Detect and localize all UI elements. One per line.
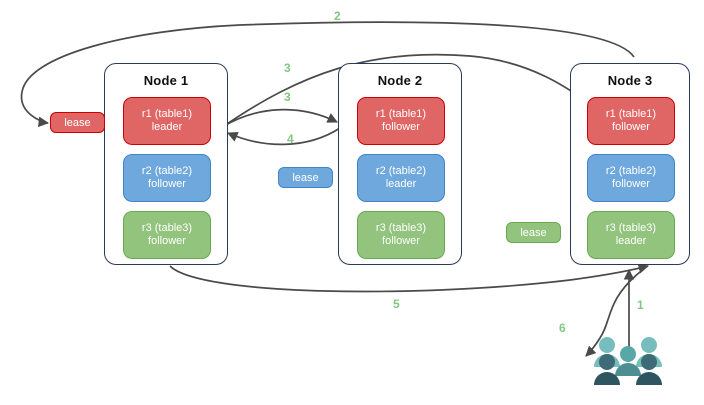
node-2-title: Node 2 xyxy=(377,73,423,88)
node-box-2[interactable]: Node 2 r1 (table1) follower r2 (table2) … xyxy=(338,63,462,265)
replica-name: r2 (table2) xyxy=(141,164,193,177)
replica-role: follower xyxy=(612,121,650,133)
node-1-replica-r2[interactable]: r2 (table2) follower xyxy=(123,154,211,202)
users-group-icon xyxy=(594,337,662,385)
replica-role: leader xyxy=(385,178,417,190)
replica-role: follower xyxy=(148,235,186,247)
node-3-replica-r3[interactable]: r3 (table3) leader xyxy=(587,211,675,259)
edge-label-1: 1 xyxy=(637,298,644,312)
node-3-title: Node 3 xyxy=(607,73,653,88)
replica-name: r3 (table3) xyxy=(605,221,657,234)
edge-5-path xyxy=(169,263,650,293)
replica-role: follower xyxy=(382,235,420,247)
node-2-replica-r3[interactable]: r3 (table3) follower xyxy=(357,211,445,259)
edge-label-5: 5 xyxy=(393,297,400,311)
lease-badge-red[interactable]: lease xyxy=(50,112,105,133)
node-1-replica-r3[interactable]: r3 (table3) follower xyxy=(123,211,211,259)
replica-role: follower xyxy=(612,178,650,190)
edge-label-2: 2 xyxy=(334,9,341,23)
replica-role: leader xyxy=(615,235,647,247)
node-1-replica-r1[interactable]: r1 (table1) leader xyxy=(123,97,211,145)
edge-label-4: 4 xyxy=(287,132,294,146)
replica-name: r1 (table1) xyxy=(141,107,193,120)
replica-role: leader xyxy=(151,121,183,133)
node-3-replica-r2[interactable]: r2 (table2) follower xyxy=(587,154,675,202)
node-box-3[interactable]: Node 3 r1 (table1) follower r2 (table2) … xyxy=(570,63,690,265)
replica-name: r1 (table1) xyxy=(375,107,427,120)
edge-3-short-path xyxy=(223,108,338,127)
edge-label-3-short: 3 xyxy=(284,90,291,104)
edge-4-path xyxy=(227,127,341,146)
lease-badge-green[interactable]: lease xyxy=(506,222,561,243)
node-2-replica-r2[interactable]: r2 (table2) leader xyxy=(357,154,445,202)
replica-role: follower xyxy=(148,178,186,190)
replica-name: r3 (table3) xyxy=(141,221,193,234)
replica-name: r1 (table1) xyxy=(605,107,657,120)
replica-role: follower xyxy=(382,121,420,133)
node-box-1[interactable]: Node 1 r1 (table1) leader r2 (table2) fo… xyxy=(104,63,228,265)
replica-name: r2 (table2) xyxy=(375,164,427,177)
edge-label-6: 6 xyxy=(559,321,566,335)
node-1-title: Node 1 xyxy=(143,73,189,88)
node-2-replica-r1[interactable]: r1 (table1) follower xyxy=(357,97,445,145)
replica-name: r2 (table2) xyxy=(605,164,657,177)
replica-name: r3 (table3) xyxy=(375,221,427,234)
edge-label-3-long: 3 xyxy=(284,61,291,75)
lease-badge-blue[interactable]: lease xyxy=(278,167,333,188)
node-3-replica-r1[interactable]: r1 (table1) follower xyxy=(587,97,675,145)
